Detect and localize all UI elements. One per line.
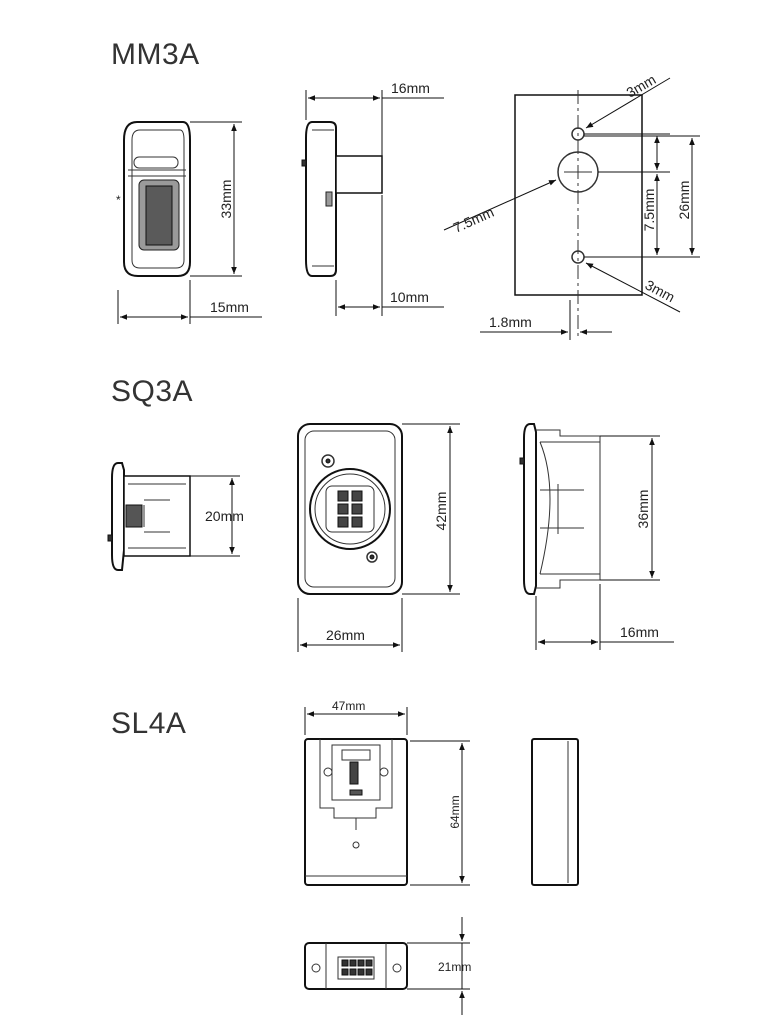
mm3a-offset-label: 1.8mm — [489, 314, 532, 330]
sl4a-depth-label: 21mm — [438, 960, 471, 974]
sq3a-rear-view — [519, 423, 601, 595]
sq3a-rear-height-label: 36mm — [635, 490, 651, 529]
mm3a-hole-center-label: 7.5mm — [451, 204, 497, 236]
sq3a-side-height-label: 20mm — [205, 508, 244, 524]
mm3a-mounting-template — [514, 90, 643, 340]
model-label-sl4a: SL4A — [111, 707, 187, 740]
mm3a-depth-front-label: 15mm — [210, 299, 249, 315]
mm3a-depth-top-label: 16mm — [391, 80, 430, 96]
svg-text:*: * — [116, 193, 121, 207]
mm3a-side-view — [301, 121, 383, 277]
model-label-sq3a: SQ3A — [111, 375, 194, 408]
sq3a-front-height-label: 42mm — [433, 492, 449, 531]
sq3a-rear-depth-label: 16mm — [620, 624, 659, 640]
sl4a-width-label: 47mm — [332, 699, 365, 713]
sl4a-bottom-view — [304, 942, 408, 990]
sq3a-side-view — [107, 462, 191, 571]
mm3a-total-label: 26mm — [676, 181, 692, 220]
mm3a-height-label: 33mm — [218, 180, 234, 219]
mm3a-depth-bottom-label: 10mm — [390, 289, 429, 305]
mm3a-front-view: * — [116, 121, 191, 277]
sl4a-height-label: 64mm — [448, 795, 462, 828]
mm3a-hole-bottom-label: 3mm — [643, 277, 678, 306]
mm3a-spacing-label: 7.5mm — [641, 189, 657, 232]
model-label-mm3a: MM3A — [111, 38, 200, 71]
sq3a-front-view — [297, 423, 403, 595]
sl4a-side-view — [531, 738, 579, 886]
sl4a-front-view — [304, 738, 408, 886]
sq3a-front-width-label: 26mm — [326, 627, 365, 643]
